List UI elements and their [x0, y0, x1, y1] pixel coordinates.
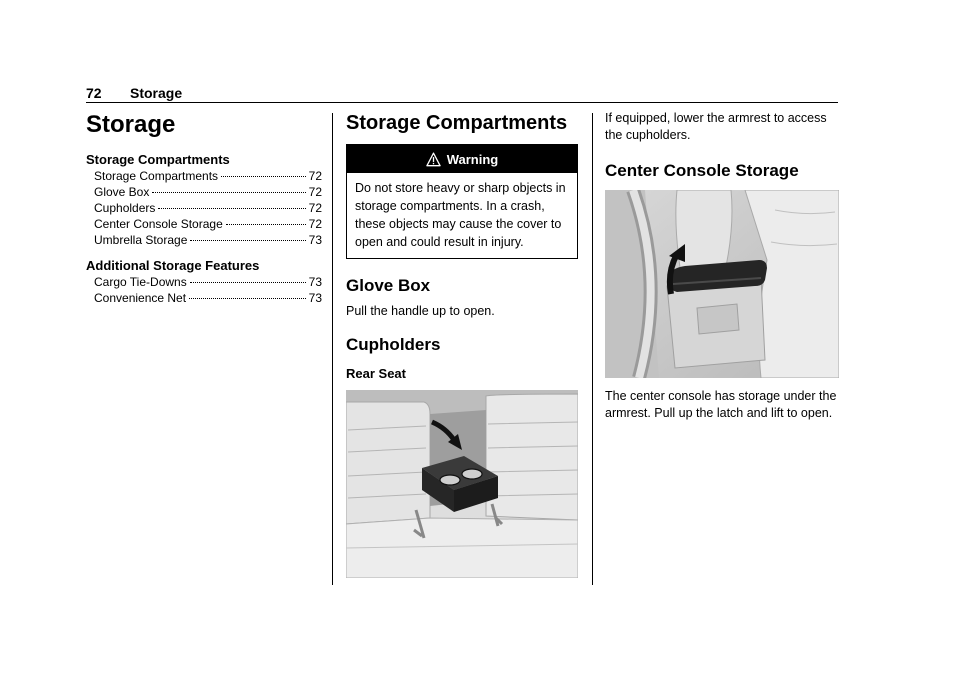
toc-leader-dots: [152, 192, 306, 193]
toc-entry-page: 73: [308, 291, 322, 305]
right-column: If equipped, lower the armrest to access…: [605, 110, 839, 422]
toc-group-storage-compartments: Storage Compartments Storage Compartment…: [86, 152, 322, 248]
section-heading: Storage Compartments: [346, 112, 568, 134]
warning-icon: [426, 151, 441, 166]
cupholder-note: If equipped, lower the armrest to access…: [605, 111, 827, 142]
page-number: 72: [86, 85, 102, 101]
toc-title: Storage: [86, 111, 176, 138]
cupholders-heading: Cupholders: [346, 335, 441, 354]
toc-group-title: Storage Compartments: [86, 152, 230, 167]
toc-entry-page: 72: [308, 217, 322, 231]
main-column: Storage Compartments Warning Do not stor…: [346, 110, 578, 578]
toc-entry-label: Cargo Tie-Downs: [94, 275, 187, 289]
toc-leader-dots: [189, 282, 306, 283]
toc-leader-dots: [221, 176, 306, 177]
toc-entry-cargo-tie-downs[interactable]: Cargo Tie-Downs 73: [94, 274, 322, 290]
glove-box-heading: Glove Box: [346, 276, 431, 295]
page-header: 72 Storage: [86, 84, 838, 103]
toc-group-additional-storage: Additional Storage Features Cargo Tie-Do…: [86, 258, 322, 306]
toc-entry-umbrella-storage[interactable]: Umbrella Storage 73: [94, 232, 322, 248]
warning-title: Warning: [446, 151, 499, 167]
toc-leader-dots: [225, 224, 306, 225]
toc-entry-label: Center Console Storage: [94, 217, 223, 231]
warning-header: Warning: [347, 145, 577, 173]
toc-entry-label: Storage Compartments: [94, 169, 219, 183]
toc-entry-page: 73: [308, 275, 322, 289]
center-console-illustration: [605, 190, 839, 378]
center-console-text: The center console has storage under the…: [605, 389, 837, 420]
rear-seat-cupholder-illustration: [346, 390, 578, 578]
toc-entry-label: Glove Box: [94, 185, 150, 199]
glove-box-text: Pull the handle up to open.: [346, 304, 495, 318]
toc-entry-page: 72: [308, 169, 322, 183]
toc-entry-label: Convenience Net: [94, 291, 187, 305]
toc-entry-label: Umbrella Storage: [94, 233, 188, 247]
toc-entry-convenience-net[interactable]: Convenience Net 73: [94, 290, 322, 306]
column-divider-right: [592, 113, 593, 585]
toc-column: Storage Storage Compartments Storage Com…: [86, 110, 322, 306]
toc-entry-center-console-storage[interactable]: Center Console Storage 72: [94, 216, 322, 232]
column-divider-left: [332, 113, 333, 585]
toc-entry-label: Cupholders: [94, 201, 156, 215]
toc-entry-page: 72: [308, 201, 322, 215]
toc-leader-dots: [189, 298, 306, 299]
warning-box: Warning Do not store heavy or sharp obje…: [346, 144, 578, 259]
toc-entry-storage-compartments[interactable]: Storage Compartments 72: [94, 168, 322, 184]
toc-entry-page: 72: [308, 185, 322, 199]
toc-entry-cupholders[interactable]: Cupholders 72: [94, 200, 322, 216]
rear-seat-subheading: Rear Seat: [346, 366, 406, 381]
toc-entry-page: 73: [308, 233, 322, 247]
toc-leader-dots: [190, 240, 306, 241]
toc-group-title: Additional Storage Features: [86, 258, 260, 273]
header-section-title: Storage: [130, 85, 183, 101]
toc-leader-dots: [158, 208, 306, 209]
toc-entry-glove-box[interactable]: Glove Box 72: [94, 184, 322, 200]
center-console-heading: Center Console Storage: [605, 161, 799, 180]
warning-text: Do not store heavy or sharp objects in s…: [355, 181, 566, 249]
